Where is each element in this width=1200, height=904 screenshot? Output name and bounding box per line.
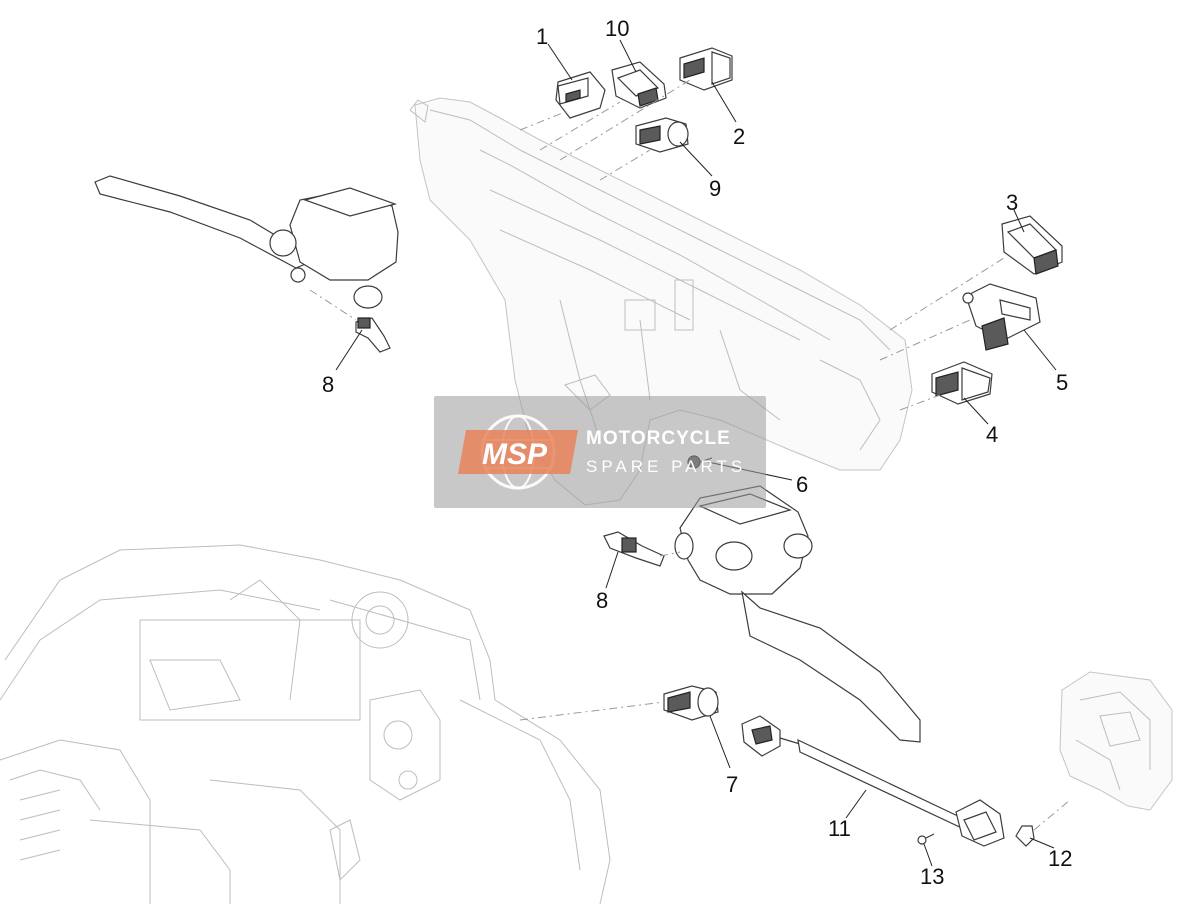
callout-10: 10 [605,16,629,41]
rear-housing [1059,671,1173,811]
callout-13: 13 [920,864,944,889]
callout-4: 4 [986,422,998,447]
part-12-clip [1015,825,1035,847]
watermark-line1: MOTORCYCLE [586,428,731,449]
watermark-logo: MSP [482,438,548,471]
callout-1: 1 [536,24,548,49]
part-8-brake-switch-right [603,531,665,567]
callout-labels: 1 10 2 9 3 5 4 6 8 8 7 11 12 13 [322,16,1072,889]
part-10-switch [611,61,667,109]
part-5-switch [962,283,1041,351]
callout-6: 6 [796,472,808,497]
part-9-switch [635,117,689,153]
callout-8-right: 8 [596,588,608,613]
part-8-brake-switch-left [355,317,391,353]
watermark-line2: SPARE PARTS [586,457,746,476]
callout-5: 5 [1056,370,1068,395]
watermark-logo-badge [458,430,578,474]
part-7-switch [663,685,719,721]
assembly-lines [309,79,1071,831]
part-4-switch [931,361,993,405]
part-11-cable-sensor [741,715,1005,847]
part-3-switch [1001,215,1063,275]
callout-2: 2 [733,124,745,149]
part-13-screw [917,833,935,845]
callout-3: 3 [1006,190,1018,215]
callout-9: 9 [709,176,721,201]
part-2-switch [679,47,733,91]
callout-8-left: 8 [322,372,334,397]
part-1-switch [555,71,606,119]
left-brake-lever [94,175,399,309]
callout-7: 7 [726,772,738,797]
front-shield-body [0,544,611,904]
watermark: MSP MOTORCYCLE SPARE PARTS [434,396,766,508]
callout-12: 12 [1048,846,1072,871]
callout-11: 11 [828,816,851,841]
